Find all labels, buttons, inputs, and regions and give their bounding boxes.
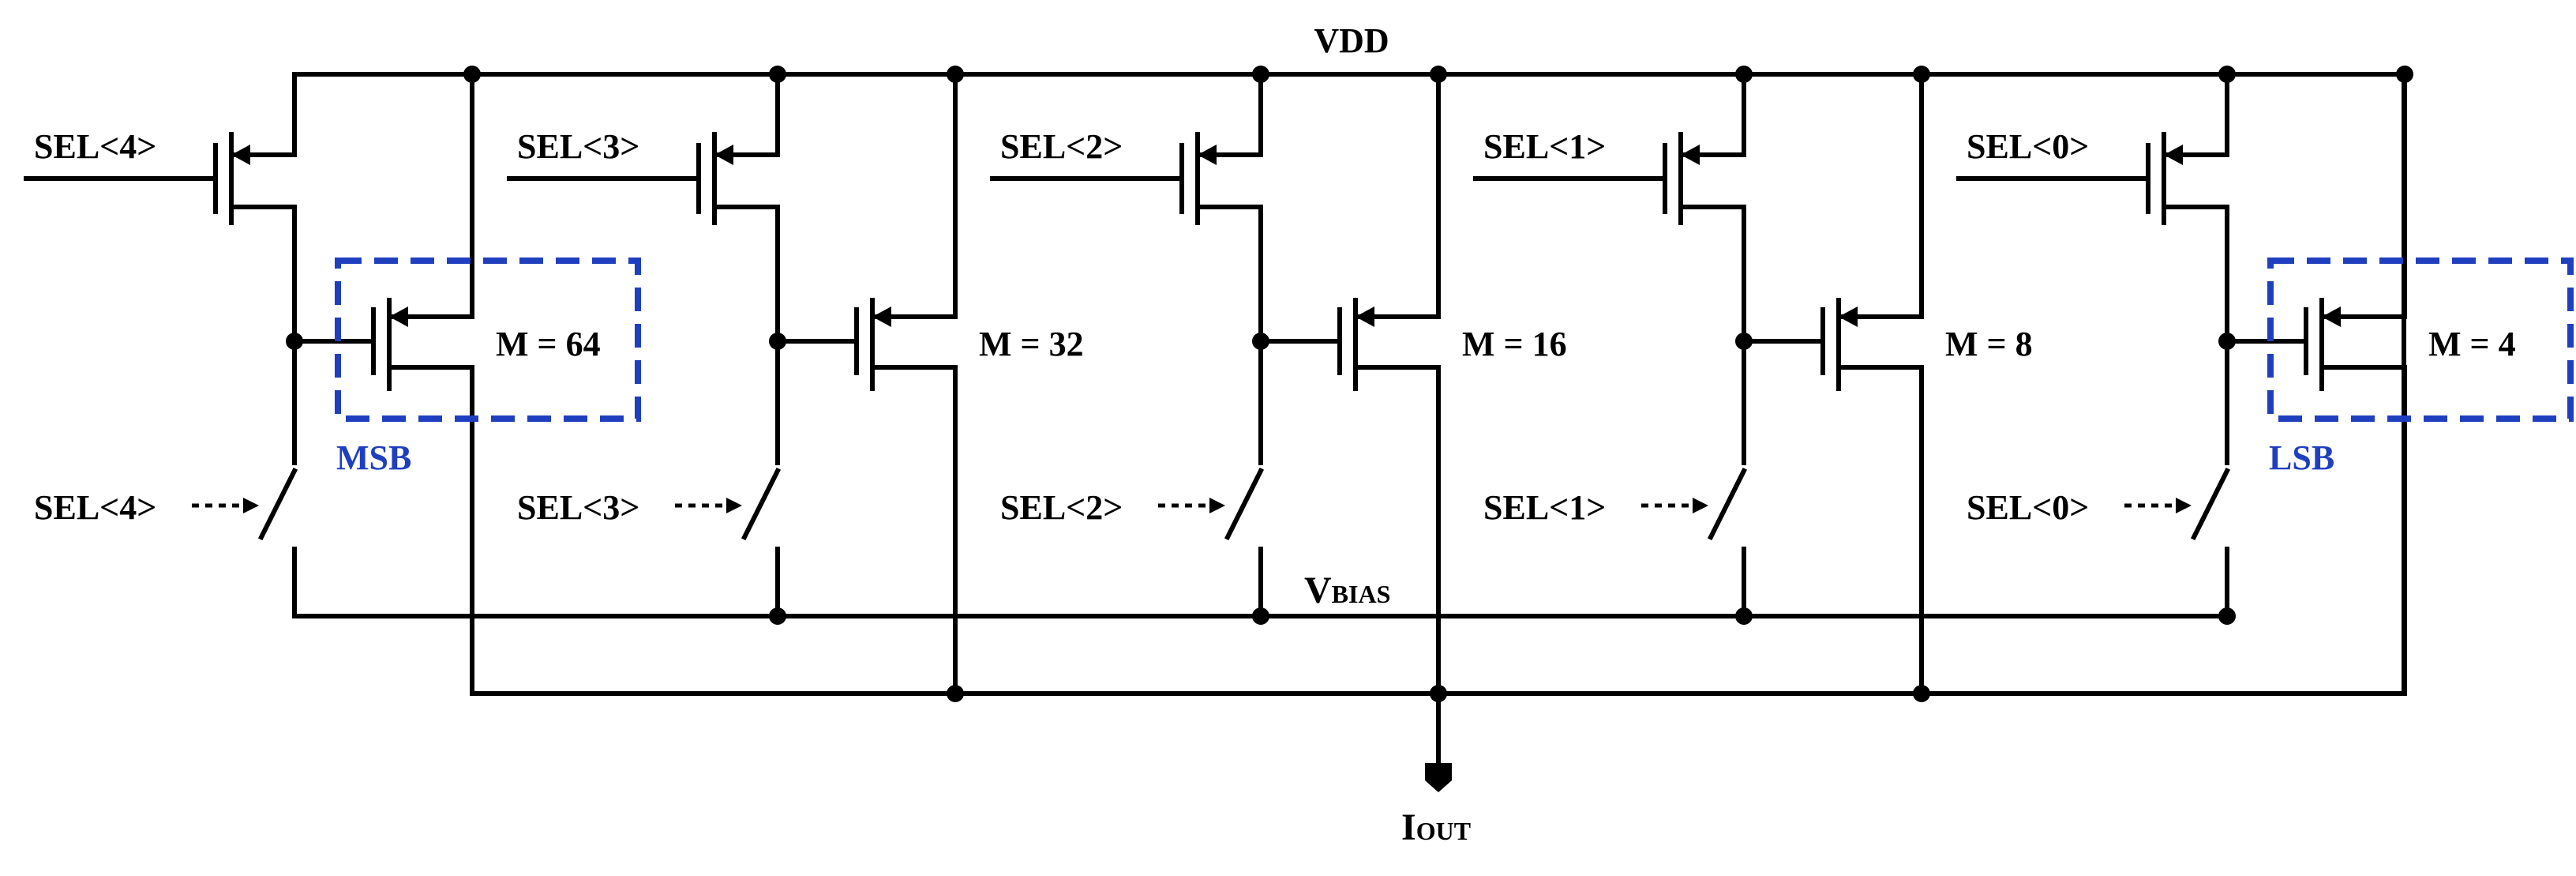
cell-0-switch-control-arrow-icon [243,498,259,513]
cell-3-mirror-arrow-icon [1839,306,1858,327]
cell-1-switch-control-arrow-icon [726,498,742,513]
cell-1-mirror-arrow-icon [872,306,891,327]
cell-2-multiplier-label: M = 16 [1462,325,1567,363]
output-arrow-icon [1425,763,1452,792]
cell-0-sel-label: SEL<4> [34,127,156,166]
cell-2-mirror-arrow-icon [1355,306,1374,327]
cell-1-switch-label: SEL<3> [517,488,639,527]
cell-0-mirror-arrow-icon [389,306,408,327]
cell-3-multiplier-label: M = 8 [1945,325,2033,363]
cell-1-vdd-node-a [769,66,786,83]
cell-4-multiplier-label: M = 4 [2428,325,2516,363]
cell-1-sel-pmos-arrow-icon [714,145,733,165]
iout-label: IOUT [1401,806,1471,848]
cell-2-vdd-node-a [1252,66,1269,83]
cell-0-switch-label: SEL<4> [34,488,156,527]
cell-0-switch-blade [257,467,298,541]
cell-4-mirror-arrow-icon [2322,306,2341,327]
cell-1-switch-blade [741,467,782,541]
cell-2-switch-label: SEL<2> [1000,488,1123,527]
cell-4-gate-node [2218,333,2236,350]
cell-1-vdd-node-b [947,66,964,83]
cell-4-switch-blade [2190,467,2231,541]
cell-3-vdd-node-a [1735,66,1753,83]
cell-2-sel-pmos-arrow-icon [1198,145,1217,165]
cell-1-sel-label: SEL<3> [517,127,639,166]
cell-2-gate-node [1252,333,1269,350]
cell-2-vdd-node-b [1430,66,1447,83]
vbias-label: VBIAS [1304,570,1390,611]
cell-4-switch-control-arrow-icon [2176,498,2192,513]
cell-2-switch-control-arrow-icon [1209,498,1225,513]
cell-0-vdd-node-b [463,66,481,83]
cell-3-switch-control-arrow-icon [1693,498,1708,513]
cell-3-switch-label: SEL<1> [1483,488,1606,527]
cell-2-switch-blade [1224,467,1265,541]
cell-1-out-node [947,685,964,702]
cell-4-highlight-box [2267,258,2574,422]
cell-3-switch-blade [1707,467,1748,541]
cell-4-sel-label: SEL<0> [1967,127,2089,166]
cell-3-vdd-node-b [1913,66,1930,83]
cell-4-vdd-node-a [2218,66,2236,83]
cell-3-vbias-node [1735,607,1753,625]
cell-3-sel-label: SEL<1> [1483,127,1606,166]
cell-1-multiplier-label: M = 32 [979,325,1084,363]
cell-4-vbias-node [2218,607,2236,625]
cell-3-out-node [1913,685,1930,702]
cell-0-highlight-box [335,258,641,422]
vdd-label: VDD [1314,21,1389,60]
cell-3-sel-pmos-arrow-icon [1681,145,1700,165]
cell-2-sel-label: SEL<2> [1000,127,1123,166]
cell-0-sel-pmos-arrow-icon [231,145,250,165]
cell-0-gate-node [286,333,303,350]
cell-0-tag-label: MSB [336,438,411,477]
cell-3-gate-node [1735,333,1753,350]
cell-1-vbias-node [769,607,786,625]
cell-4-switch-label: SEL<0> [1967,488,2089,527]
cell-4-tag-label: LSB [2269,438,2334,477]
cell-4-sel-pmos-arrow-icon [2164,145,2183,165]
cell-0-multiplier-label: M = 64 [496,325,601,363]
cell-4-vdd-node-b [2396,66,2413,83]
cell-1-gate-node [769,333,786,350]
output-node [1430,685,1447,702]
cell-2-vbias-node [1252,607,1269,625]
